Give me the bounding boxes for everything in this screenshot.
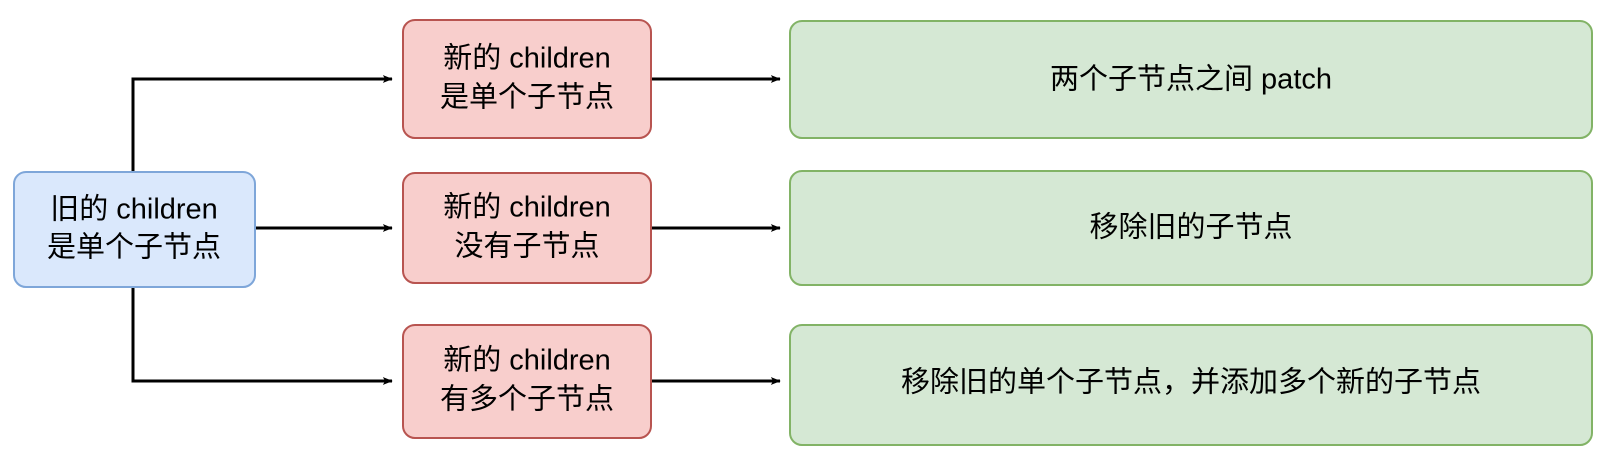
- node-new-children-multiple[interactable]: 新的 children 有多个子节点: [402, 324, 652, 439]
- node-old-children-single[interactable]: 旧的 children 是单个子节点: [13, 171, 256, 288]
- node-new-children-single[interactable]: 新的 children 是单个子节点: [402, 19, 652, 139]
- new-children-multiple-line2: 有多个子节点: [440, 383, 614, 416]
- new-children-none-line2: 没有子节点: [454, 230, 599, 263]
- node-new-children-none[interactable]: 新的 children 没有子节点: [402, 172, 652, 284]
- edge-source-to-new-single: [131, 75, 393, 172]
- node-patch-between-two-children[interactable]: 两个子节点之间 patch: [789, 20, 1593, 139]
- old-children-single-line1: 旧的 children: [50, 193, 218, 226]
- new-children-none-line1: 新的 children: [443, 191, 611, 224]
- edges-group: [131, 75, 781, 385]
- new-children-single-box[interactable]: [402, 19, 652, 139]
- node-remove-old-single-add-new-multiple[interactable]: 移除旧的单个子节点，并添加多个新的子节点: [789, 324, 1593, 446]
- remove-old-single-add-new-multiple-label: 移除旧的单个子节点，并添加多个新的子节点: [901, 366, 1481, 399]
- new-children-none-box[interactable]: [402, 172, 652, 284]
- remove-old-children-box[interactable]: [789, 170, 1593, 286]
- new-children-multiple-box[interactable]: [402, 324, 652, 439]
- patch-between-two-children-label: 两个子节点之间 patch: [1050, 63, 1332, 96]
- new-children-multiple-line1: 新的 children: [443, 344, 611, 377]
- patch-between-two-children-box[interactable]: [789, 20, 1593, 139]
- new-children-single-line1: 新的 children: [443, 42, 611, 75]
- old-children-single-line2: 是单个子节点: [47, 231, 221, 264]
- edge-source-to-new-multiple: [131, 287, 393, 385]
- old-children-single-box[interactable]: [13, 171, 256, 288]
- node-remove-old-children[interactable]: 移除旧的子节点: [789, 170, 1593, 286]
- remove-old-single-add-new-multiple-box[interactable]: [789, 324, 1593, 446]
- remove-old-children-label: 移除旧的子节点: [1089, 211, 1292, 244]
- new-children-single-line2: 是单个子节点: [440, 81, 614, 114]
